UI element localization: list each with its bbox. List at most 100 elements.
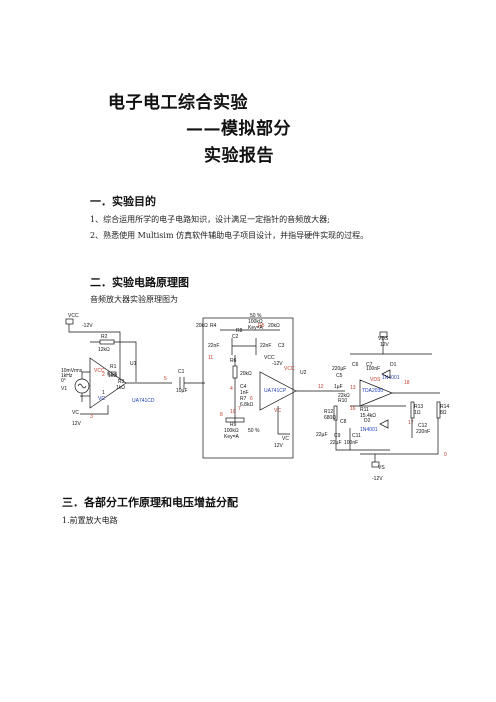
vcc1-terminal [65, 318, 74, 325]
node-10: 10 [230, 409, 236, 415]
label-v1: V1 [61, 386, 67, 392]
label-c7-value: 100nF [366, 366, 380, 372]
label-r3-value: 1kΩ [116, 385, 125, 391]
label-u2: U2 [300, 370, 307, 376]
label-source-freq: 1kHz [61, 373, 73, 379]
node-2: 2 [102, 372, 105, 378]
label-u1: U1 [130, 361, 137, 367]
label-pot2: 50 % [248, 428, 260, 434]
label-d1-part: 1N4001 [382, 375, 400, 381]
label-c11-value: 100nF [344, 440, 358, 446]
label-c4: C4 [240, 384, 247, 390]
node-8: 8 [220, 412, 223, 418]
label-c8-short: C8 [340, 419, 347, 425]
section-2-intro: 音频放大器实验原理图为 [90, 295, 178, 304]
label-pot2-key: Key=A [224, 434, 240, 440]
label-c8-value: 22µF [316, 432, 328, 438]
wire-output [360, 418, 439, 455]
label-vs: VS [378, 465, 385, 471]
label-source-amp: 10mVrms [61, 368, 83, 374]
node-17: 17 [408, 420, 414, 426]
node-12: 12 [318, 384, 324, 390]
label-d2: D2 [364, 418, 371, 424]
vs-terminal [371, 461, 380, 468]
tone-upper-network [220, 329, 280, 355]
label-pot1-value: 100kΩ [248, 319, 263, 325]
label-pot1-key: Key=A [248, 325, 264, 331]
wire-lower [335, 420, 390, 451]
label-c6-value: 220µF [332, 366, 346, 372]
label-c2: C2 [232, 334, 239, 340]
label-vc2: VC [282, 436, 289, 442]
section-1-heading: 一．实验目的 [90, 195, 156, 208]
node-5: 5 [164, 376, 167, 382]
label-r14: R14 [440, 404, 449, 410]
label-pot1: 50 % [250, 313, 262, 319]
wire-source [81, 371, 90, 402]
label-r1-value: 1kΩ [108, 373, 117, 379]
label-d2-part: 1N4001 [360, 427, 378, 433]
source-wave [77, 383, 87, 389]
label-r2: R2 [101, 334, 108, 340]
label-c5-value: 1µF [334, 384, 343, 390]
label-vc1: VC [72, 410, 79, 416]
label-c7: C7 [366, 362, 373, 368]
r9-symbol [225, 417, 245, 423]
label-r3: R3 [118, 379, 125, 385]
label-c9: C9 [334, 433, 341, 439]
label-c4-value: 1nF [240, 390, 249, 396]
label-source-phase: 0° [61, 378, 66, 384]
label-c12-value: 220nF [416, 429, 430, 435]
label-c12: C12 [418, 423, 427, 429]
r13-symbol [410, 401, 415, 419]
label-vcc-u1: VCC [94, 368, 105, 374]
label-vds-value: 12V [380, 342, 390, 348]
label-r2-value: 12kΩ [98, 347, 110, 353]
wire-vc2 [277, 406, 290, 435]
section-1-item-2: 2、熟悉使用 Multisim 仿真软件辅助电子项目设计，并指导硬件实现的过程。 [90, 231, 369, 240]
label-c5: C5 [336, 373, 343, 379]
label-u2-part: UA741CP [264, 388, 287, 394]
label-r5-value: 20kΩ [268, 323, 280, 329]
r14-symbol [436, 401, 441, 419]
wire-r2 [90, 341, 137, 382]
label-r12-value: 680Ω [324, 415, 336, 421]
label-d1: D1 [390, 362, 397, 368]
label-r10: R10 [338, 398, 347, 404]
label-r7-value: 6.8kΩ [240, 402, 253, 408]
r2-symbol [99, 339, 115, 345]
node-13: 13 [350, 385, 356, 391]
label-c2-value: 22nF [208, 343, 219, 349]
label-r7: R7 [240, 396, 247, 402]
label-r8: R8 [236, 328, 243, 334]
label-vcc-u2: VCC [284, 366, 295, 372]
label-r6-value: 20kΩ [240, 371, 252, 377]
r12-symbol [333, 405, 338, 421]
label-r9: R9 [230, 422, 237, 428]
label-r10-value: 22kΩ [338, 393, 350, 399]
label-r12: R12 [324, 409, 333, 415]
label-c1: C1 [178, 369, 185, 375]
wire-r11-d2 [350, 405, 406, 429]
label-r6: R6 [230, 358, 237, 364]
r6-symbol [232, 365, 238, 379]
label-r11-value: 15.4kΩ [360, 413, 376, 419]
c1-symbol [179, 377, 205, 389]
wire-feedback-1 [68, 324, 121, 380]
section-3-sub-1: 1.前置放大电路 [62, 516, 118, 525]
wire-vc1 [80, 405, 109, 415]
r1-symbol [107, 371, 117, 376]
label-u3-part: TDA2030 [362, 388, 383, 394]
label-c3-value: 22nF [260, 343, 271, 349]
label-c11: C11 [352, 433, 361, 439]
wire-vds [350, 337, 432, 355]
label-u1-part: UA741CD [132, 398, 155, 404]
label-r14-value: 8Ω [440, 410, 447, 416]
label-r1: R1 [110, 364, 117, 370]
title-line-3: 实验报告 [204, 146, 274, 166]
label-vcc2: VCC [264, 355, 275, 361]
label-vds-pin: VDS [370, 377, 381, 383]
label-vs-value: -12V [372, 476, 383, 482]
op-amp-u1 [89, 357, 127, 409]
circuit-schematic: VCC -12V R2 12kΩ VCC VC U1 UA741CD VC 12… [61, 313, 449, 482]
